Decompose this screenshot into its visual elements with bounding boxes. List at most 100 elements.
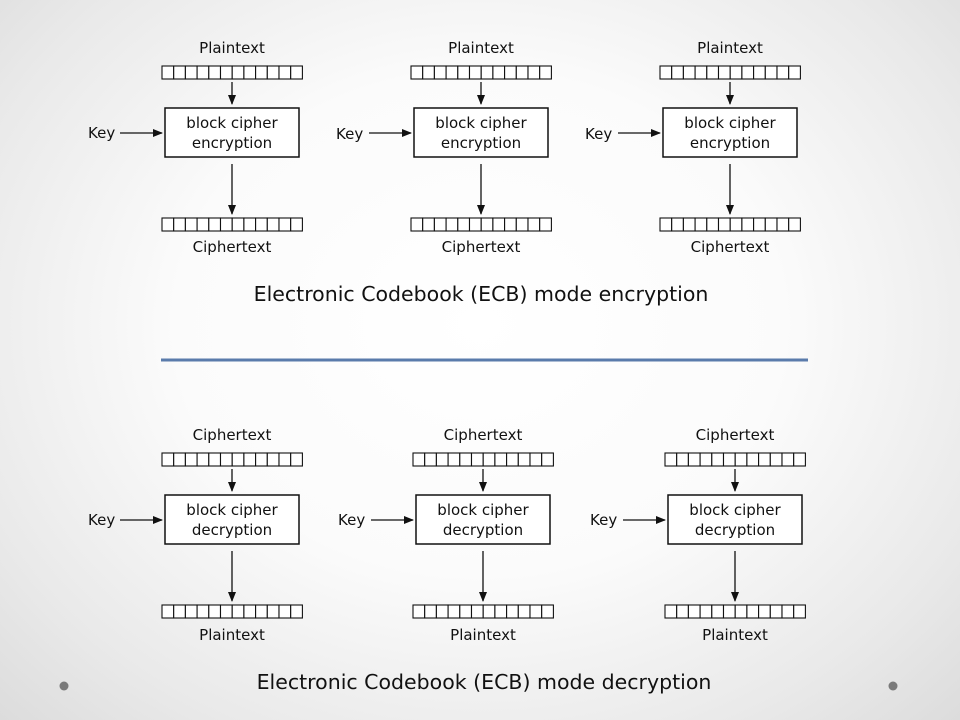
bit-cell — [470, 604, 484, 619]
bit-cell — [424, 452, 437, 467]
bit-cell — [659, 217, 673, 232]
decryption-caption: Electronic Codebook (ECB) mode decryptio… — [257, 670, 712, 694]
bit-cell — [706, 65, 720, 80]
bit-cell — [161, 452, 175, 467]
bit-cell — [664, 604, 678, 619]
bit-cell — [492, 217, 506, 232]
decryption-block: Ciphertext Key block cipher decryption P… — [590, 426, 806, 644]
bit-cell — [231, 452, 245, 467]
bit-cell — [515, 217, 529, 232]
encryption-block: Plaintext Key block cipher encryption Ci… — [585, 39, 801, 256]
input-label: Plaintext — [448, 39, 514, 57]
bit-cell — [671, 217, 684, 232]
bit-cell — [717, 65, 731, 80]
bit-cell — [266, 217, 280, 232]
bit-cell — [243, 452, 257, 467]
bit-cell — [255, 217, 268, 232]
bit-cell — [758, 604, 771, 619]
key-label: Key — [585, 125, 612, 143]
key-label: Key — [88, 124, 115, 142]
bit-cell — [468, 217, 482, 232]
bit-cell — [694, 65, 708, 80]
bit-cell — [758, 452, 771, 467]
output-label: Plaintext — [702, 626, 768, 644]
bit-cell — [219, 452, 233, 467]
bit-cell — [769, 452, 783, 467]
bit-cell — [278, 217, 292, 232]
output-label: Plaintext — [199, 626, 265, 644]
bit-cell — [208, 217, 222, 232]
bit-cell — [435, 452, 449, 467]
cipher-box-line1: block cipher — [684, 114, 776, 132]
input-label: Ciphertext — [696, 426, 775, 444]
bit-cell — [506, 604, 519, 619]
bit-cell — [687, 452, 701, 467]
output-label: Ciphertext — [691, 238, 770, 256]
bit-cell — [196, 452, 210, 467]
bit-cell — [459, 452, 473, 467]
bit-cell — [278, 452, 292, 467]
bit-cell — [231, 604, 245, 619]
bit-cell — [410, 65, 424, 80]
bit-cell — [788, 217, 801, 232]
input-bit-register — [161, 65, 303, 80]
bit-cell — [447, 452, 461, 467]
bit-cell — [504, 217, 517, 232]
encryption-block: Plaintext Key block cipher encryption Ci… — [336, 39, 552, 256]
bit-cell — [480, 65, 494, 80]
bit-cell — [290, 452, 303, 467]
bit-cell — [539, 217, 552, 232]
bit-cell — [504, 65, 517, 80]
nav-dot-icon — [59, 681, 69, 691]
bit-cell — [422, 65, 435, 80]
cipher-box — [164, 494, 300, 545]
cipher-box-line2: encryption — [690, 134, 770, 152]
bit-cell — [541, 604, 554, 619]
bit-cell — [266, 452, 280, 467]
cipher-box-line2: decryption — [192, 521, 272, 539]
bit-cell — [482, 452, 496, 467]
bit-cell — [741, 217, 755, 232]
bit-cell — [290, 604, 303, 619]
bit-cell — [433, 217, 447, 232]
key-label: Key — [336, 125, 363, 143]
bit-cell — [746, 604, 760, 619]
bit-cell — [781, 604, 795, 619]
cipher-box-line2: encryption — [192, 134, 272, 152]
bit-cell — [734, 604, 748, 619]
bit-cell — [492, 65, 506, 80]
input-bit-register — [410, 65, 552, 80]
bit-cell — [711, 604, 725, 619]
bit-cell — [266, 604, 280, 619]
bit-cell — [457, 65, 471, 80]
bit-cell — [410, 217, 424, 232]
bit-cell — [208, 452, 222, 467]
output-bit-register — [664, 604, 806, 619]
bit-cell — [769, 604, 783, 619]
bit-cell — [412, 604, 426, 619]
bit-cell — [764, 217, 778, 232]
output-bit-register — [410, 217, 552, 232]
bit-cell — [231, 217, 245, 232]
input-bit-register — [161, 452, 303, 467]
input-label: Ciphertext — [193, 426, 272, 444]
bit-cell — [541, 452, 554, 467]
bit-cell — [529, 452, 543, 467]
bit-cell — [527, 217, 541, 232]
bit-cell — [184, 604, 198, 619]
bit-cell — [676, 604, 689, 619]
decryption-block: Ciphertext Key block cipher decryption P… — [338, 426, 554, 644]
bit-cell — [278, 65, 292, 80]
cipher-box — [662, 107, 798, 158]
bit-cell — [255, 604, 268, 619]
bit-cell — [494, 604, 508, 619]
bit-cell — [435, 604, 449, 619]
bit-cell — [243, 65, 257, 80]
bit-cell — [184, 65, 198, 80]
output-label: Ciphertext — [193, 238, 272, 256]
bit-cell — [781, 452, 795, 467]
bit-cell — [173, 217, 186, 232]
bit-cell — [184, 452, 198, 467]
